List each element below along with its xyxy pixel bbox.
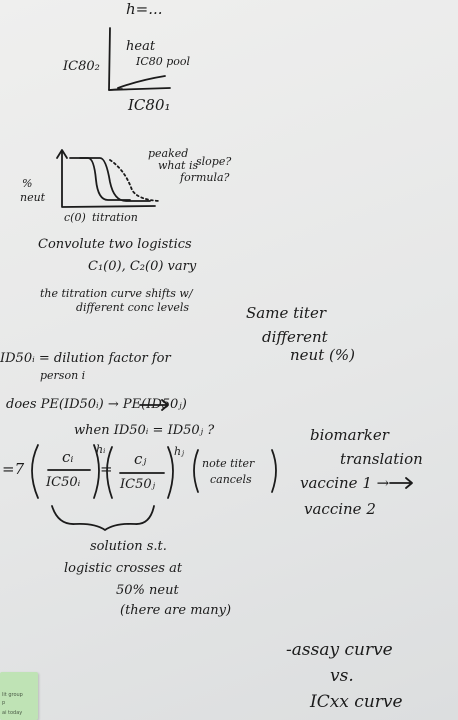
ic80-2-label: IC80₂	[63, 59, 100, 74]
c-i: cᵢ	[62, 448, 74, 466]
vaccine-1-label: vaccine 1 →	[300, 474, 390, 492]
ic80-1-label: IC80₁	[128, 96, 171, 114]
pct-label: %	[22, 177, 33, 190]
heat-label: heat	[126, 39, 156, 54]
slope-note: slope?	[196, 155, 232, 168]
vs-label: vs.	[330, 666, 354, 686]
sticky-note: lit group p ai today	[0, 672, 38, 720]
titration-label: titration	[92, 211, 138, 224]
note-titer-line-2: cancels	[210, 473, 252, 486]
assay-curve-label: -assay curve	[286, 640, 393, 660]
implies-symbol: =7	[2, 460, 25, 478]
c0-label: c(0)	[64, 211, 86, 224]
neut-label: neut	[20, 191, 46, 204]
titration-shift-line-1: the titration curve shifts w/	[40, 287, 193, 300]
peaked-note: peaked	[148, 147, 189, 160]
sticky-line-2: p	[2, 700, 6, 706]
ic50-j: IC50ⱼ	[120, 477, 156, 492]
vaccine-2-label: vaccine 2	[304, 500, 376, 518]
convolute-line-1: Convolute two logistics	[38, 237, 192, 252]
person-i-label: person i	[40, 369, 86, 382]
does-pe-line: does PE(ID50ᵢ) → PE(ID50ⱼ)	[6, 397, 187, 412]
ic50-i: IC50ᵢ	[46, 475, 81, 490]
note-titer-line-1: note titer	[202, 457, 255, 470]
h-i-exponent: hᵢ	[96, 443, 106, 456]
when-id50-line: when ID50ᵢ = ID50ⱼ ?	[74, 423, 215, 438]
h-j-exponent: hⱼ	[174, 445, 184, 458]
ic80-pool-label: IC80 pool	[136, 55, 191, 68]
solution-line-2: logistic crosses at	[64, 561, 183, 576]
convolute-line-2: C₁(0), C₂(0) vary	[88, 259, 197, 274]
h-top-label: h=...	[126, 0, 163, 18]
icxx-curve-label: ICxx curve	[310, 692, 403, 712]
c-j: cⱼ	[134, 450, 147, 468]
translation-label: translation	[340, 450, 423, 468]
what-is-note: what is	[158, 159, 199, 172]
solution-line-4: (there are many)	[120, 603, 232, 618]
same-titer-label: Same titer	[246, 304, 326, 322]
id50-definition: ID50ᵢ = dilution factor for	[0, 351, 171, 366]
different-neut-line-2: neut (%)	[290, 346, 355, 364]
solution-line-3: 50% neut	[116, 583, 179, 598]
sticky-line-3: ai today	[2, 710, 23, 716]
sticky-line-1: lit group	[2, 692, 23, 698]
titration-shift-line-2: different conc levels	[76, 301, 190, 314]
equals-sign: =	[100, 460, 113, 478]
different-neut-line-1: different	[262, 328, 328, 346]
formula-note: formula?	[180, 171, 230, 184]
biomarker-label: biomarker	[310, 426, 389, 444]
solution-line-1: solution s.t.	[90, 539, 167, 554]
